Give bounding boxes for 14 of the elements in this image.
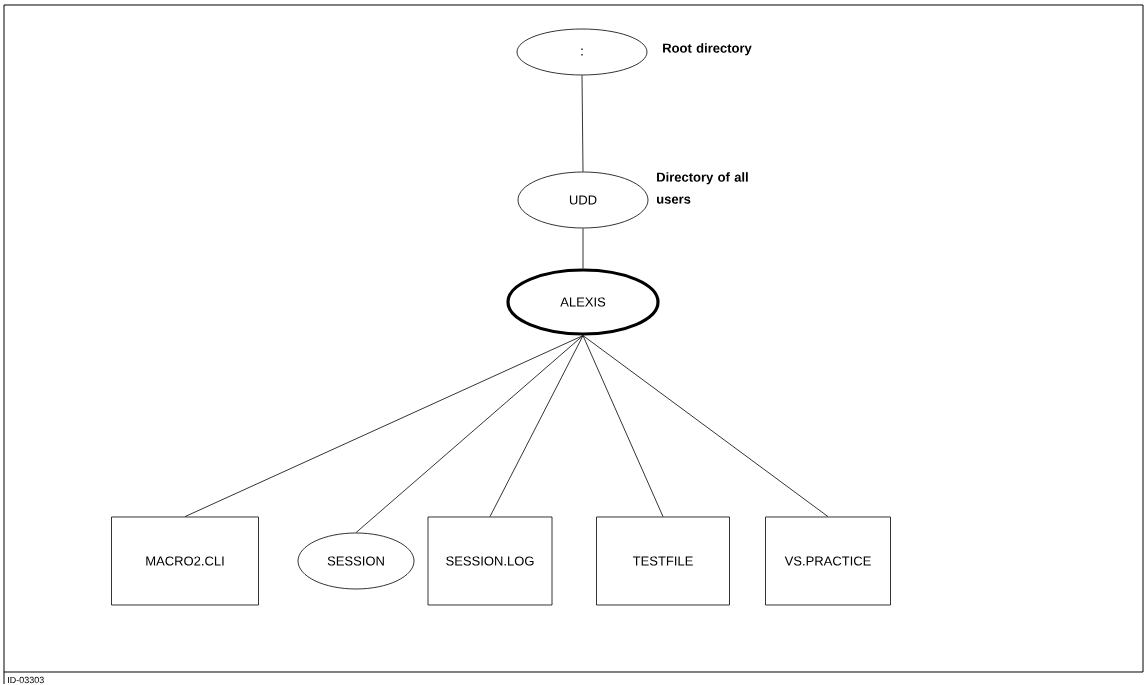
connector-line bbox=[184, 335, 584, 517]
file-box: TESTFILE bbox=[596, 516, 730, 606]
figure-id: ID-03303 bbox=[8, 676, 44, 684]
node-caption: Root directory bbox=[663, 43, 752, 56]
connector-line bbox=[582, 335, 829, 517]
file-box: VS.PRACTICE bbox=[765, 516, 891, 606]
file-box: MACRO2.CLI bbox=[111, 516, 259, 606]
connector-line bbox=[581, 75, 584, 172]
connector-line bbox=[582, 228, 584, 269]
connector-line bbox=[355, 335, 584, 533]
connector-line bbox=[489, 335, 584, 517]
file-box: SESSION.LOG bbox=[427, 516, 553, 606]
connector-line bbox=[582, 335, 664, 517]
node-caption: Directory of all users bbox=[657, 172, 748, 204]
